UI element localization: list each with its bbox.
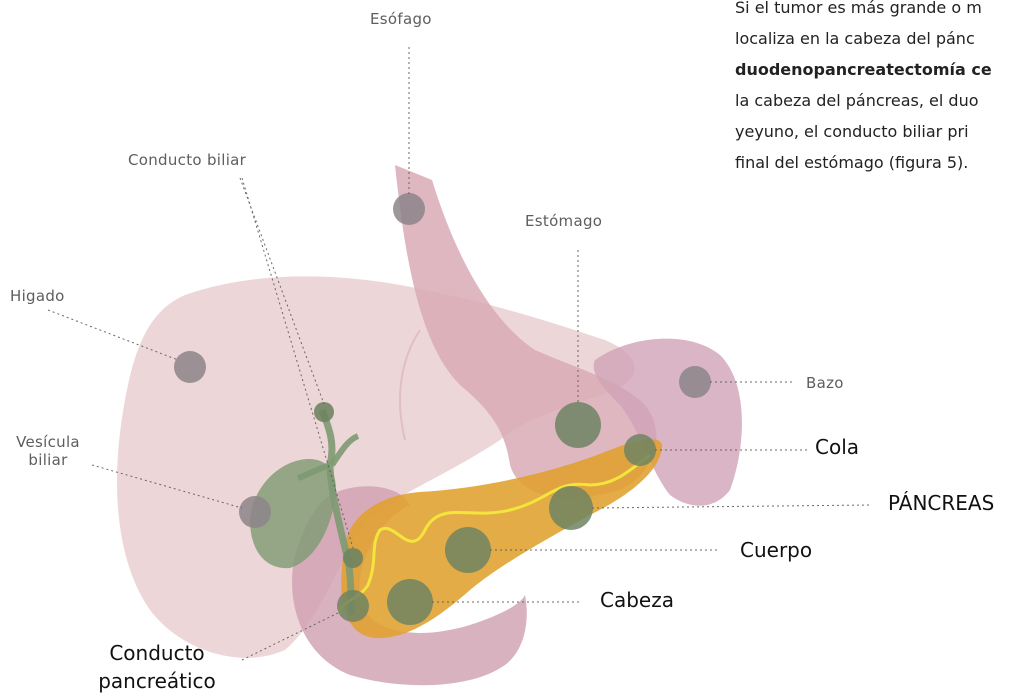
marker-cuerpo (445, 527, 491, 573)
paragraph-line-5: yeyuno, el conducto biliar pri (735, 122, 969, 141)
label-higado: Higado (10, 287, 65, 305)
label-conducto-pancreatico-line-2: pancreático (98, 669, 216, 693)
label-vesicula-line-2: biliar (28, 451, 68, 469)
label-cabeza: Cabeza (600, 588, 674, 612)
pancreatic-duct-shape (336, 453, 651, 613)
label-esofago: Esófago (370, 10, 432, 28)
gallbladder-shape (250, 459, 336, 569)
marker-cabeza (387, 579, 433, 625)
label-conducto-biliar: Conducto biliar (128, 151, 247, 169)
label-vesicula-line-1: Vesícula (16, 433, 80, 451)
marker-conducto-biliar-low (343, 548, 363, 568)
paragraph-line-6: final del estómago (figura 5). (735, 153, 969, 172)
marker-vesicula (239, 496, 271, 528)
label-bazo: Bazo (806, 374, 844, 392)
marker-pancreas (549, 486, 593, 530)
leader-biliar-b (241, 177, 354, 549)
paragraph-line-4: la cabeza del páncreas, el duo (735, 91, 979, 110)
leader-vesicula (91, 464, 243, 509)
marker-cola (624, 434, 656, 466)
marker-esofago (393, 193, 425, 225)
label-cola: Cola (815, 435, 860, 459)
leader-higado (47, 309, 179, 361)
label-estomago: Estómago (525, 212, 603, 230)
label-conducto-pancreatico: Conducto pancreático (82, 639, 232, 695)
liver-lobe-line (399, 329, 421, 441)
paragraph-line-3-bold: duodenopancreatectomía ce (735, 60, 992, 79)
paragraph-line-1: Si el tumor es más grande o m (735, 0, 982, 17)
marker-bazo (679, 366, 711, 398)
leader-pancreas (591, 504, 871, 509)
marker-higado (174, 351, 206, 383)
label-pancreas: PÁNCREAS (888, 491, 995, 515)
marker-conducto-pancreatico (337, 590, 369, 622)
marker-estomago (555, 402, 601, 448)
label-cuerpo: Cuerpo (740, 538, 813, 562)
leader-conducto-pancreatico (241, 611, 341, 661)
label-vesicula-biliar: Vesícula biliar (8, 433, 88, 469)
marker-conducto-biliar-top (314, 402, 334, 422)
paragraph-line-2: localiza en la cabeza del pánc (735, 29, 975, 48)
bile-duct-branch-right (329, 433, 360, 467)
leader-biliar-a (239, 177, 325, 405)
bile-duct-branch-left (297, 462, 331, 481)
description-paragraph: Si el tumor es más grande o m localiza e… (735, 0, 1036, 178)
label-conducto-pancreatico-line-1: Conducto (109, 641, 205, 665)
bile-duct-shape (318, 408, 356, 616)
